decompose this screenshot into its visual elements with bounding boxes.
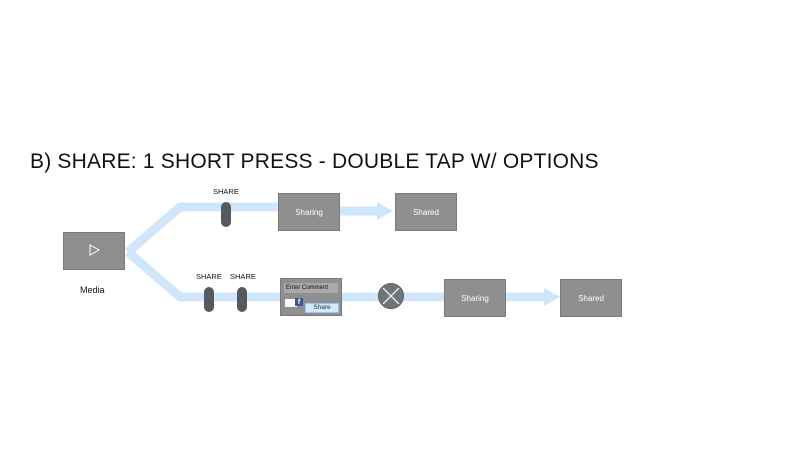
share-button[interactable]: Share xyxy=(305,303,339,313)
share-options-dialog: Enter Comment f Share xyxy=(280,278,342,316)
arrow-head-top xyxy=(377,202,393,220)
media-label: Media xyxy=(80,285,105,295)
double-tap-marker-2 xyxy=(237,287,247,312)
flow-path-bottom xyxy=(125,248,282,302)
comment-input[interactable]: Enter Comment xyxy=(284,283,338,293)
double-tap-marker-1 xyxy=(204,287,214,312)
share-press-label: SHARE xyxy=(213,187,239,196)
flow-path-top xyxy=(125,202,280,256)
sharing-box-top: Sharing xyxy=(278,193,340,231)
sharing-box-bottom: Sharing xyxy=(444,279,506,317)
short-press-marker xyxy=(221,202,231,227)
play-icon xyxy=(88,244,101,258)
facebook-icon: f xyxy=(295,298,303,306)
share-press-label-2: SHARE xyxy=(230,272,256,281)
x-circle-icon xyxy=(378,283,404,309)
diagram-title: B) SHARE: 1 SHORT PRESS - DOUBLE TAP W/ … xyxy=(30,150,599,173)
media-box xyxy=(63,232,125,270)
arrow-head-bottom xyxy=(544,288,560,306)
share-press-label-1: SHARE xyxy=(196,272,222,281)
shared-box-top: Shared xyxy=(395,193,457,231)
attachment-preview xyxy=(285,299,297,307)
shared-box-bottom: Shared xyxy=(560,279,622,317)
